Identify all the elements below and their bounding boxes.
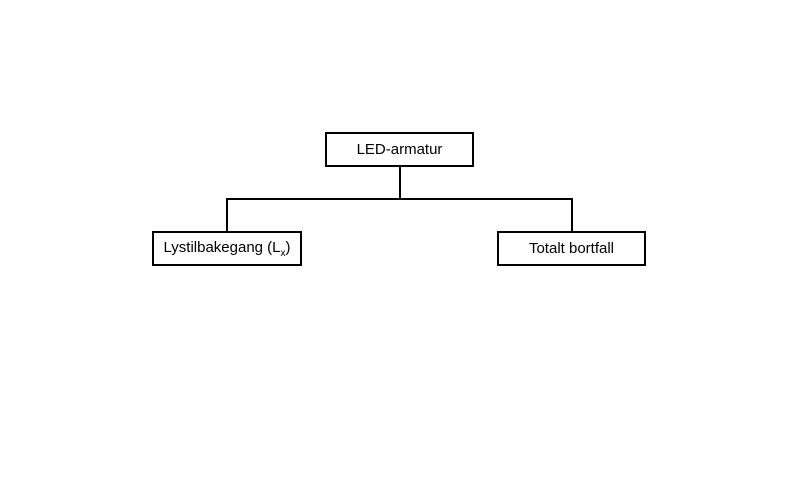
root-node-label: LED-armatur: [356, 141, 443, 158]
child-node-light-depreciation: Lystilbakegang (Lx): [152, 231, 302, 266]
child-node-total-failure: Totalt bortfall: [497, 231, 646, 266]
child-node-label-suffix: ): [285, 238, 291, 256]
child-node-label-subscript: x: [280, 247, 286, 259]
child-node-label-main: Lystilbakegang (L: [163, 238, 281, 256]
child-node-label: Totalt bortfall: [528, 240, 615, 257]
child-node-label: Lystilbakegang (Lx): [163, 239, 290, 259]
root-node: LED-armatur: [325, 132, 474, 167]
